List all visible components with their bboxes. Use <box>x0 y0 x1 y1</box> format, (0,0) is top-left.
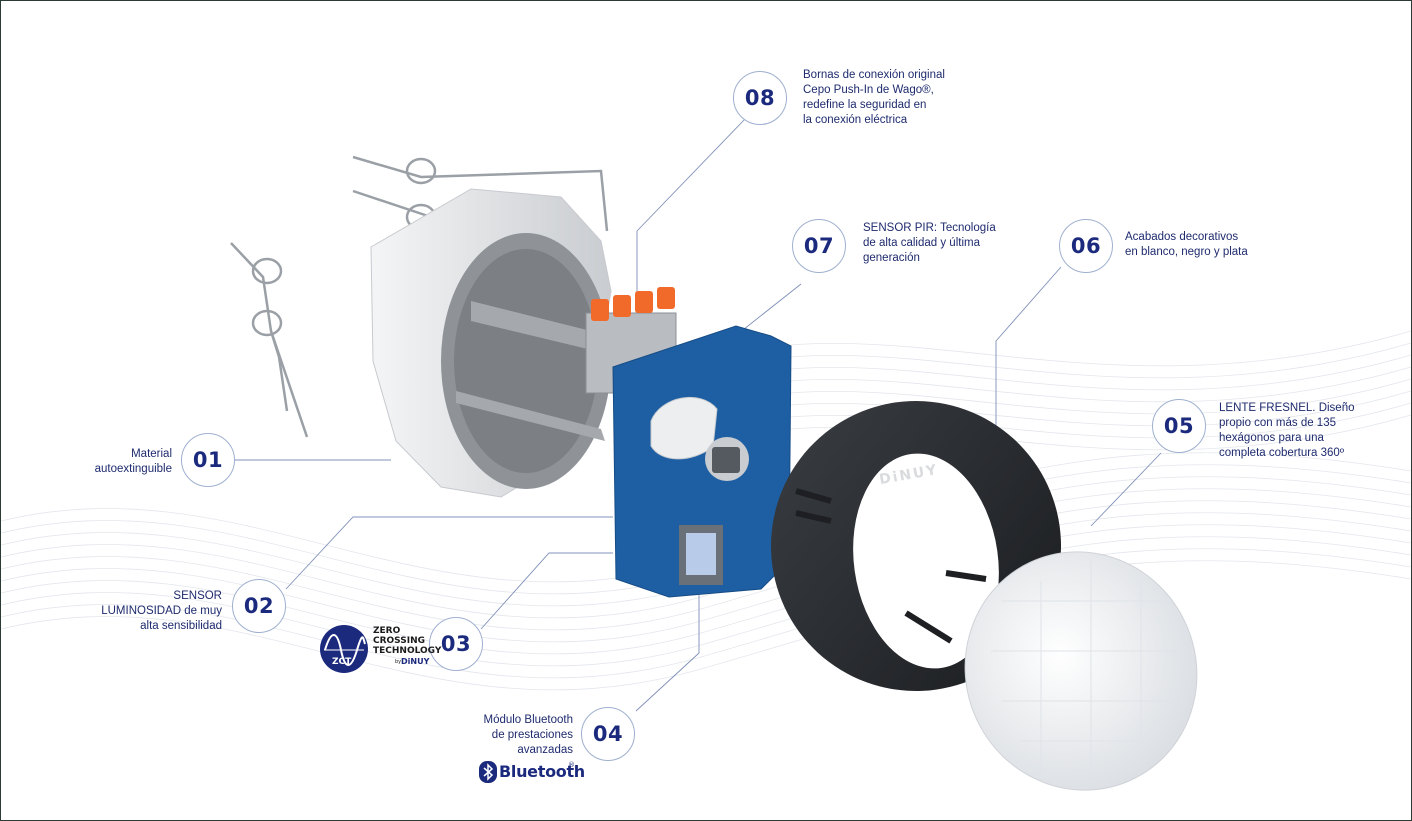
zct-wave-icon <box>320 625 368 673</box>
mounting-box <box>370 188 612 498</box>
zct-brand: DiNUY <box>401 657 430 666</box>
zct-logo: ZCT ZERO CROSSING TECHNOLOGY by DiNUY <box>319 624 441 674</box>
callout-badge-03: 03 <box>429 617 483 671</box>
callout-label-02: SENSOR LUMINOSIDAD de muy alta sensibili… <box>101 590 222 632</box>
zct-badge-text: ZCT <box>332 657 352 667</box>
callout-label-06: Acabados decorativos en blanco, negro y … <box>1125 231 1248 258</box>
callout-badge-07: 07 <box>792 219 846 273</box>
bluetooth-icon <box>479 761 497 783</box>
callout-label-05: LENTE FRESNEL. Diseño propio con más de … <box>1219 402 1355 459</box>
callout-badge-05: 05 <box>1152 399 1206 453</box>
callout-badge-08: 08 <box>733 71 787 125</box>
zct-line1: ZERO <box>373 626 401 636</box>
zct-by: by <box>395 659 402 665</box>
metal-clips <box>230 155 609 438</box>
callout-badge-01: 01 <box>181 433 235 487</box>
callout-badge-06: 06 <box>1059 219 1113 273</box>
callout-badge-04: 04 <box>581 707 635 761</box>
bluetooth-logo: Bluetooth ® <box>479 761 585 785</box>
zct-line3: TECHNOLOGY <box>373 646 442 656</box>
pcb-board <box>612 325 792 598</box>
bluetooth-registered: ® <box>568 761 575 769</box>
callout-label-08: Bornas de conexión original Cepo Push-In… <box>803 69 945 126</box>
callout-label-01: Material autoextinguible <box>94 448 172 475</box>
zct-line2: CROSSING <box>373 636 426 646</box>
callout-badge-02: 02 <box>232 579 286 633</box>
bluetooth-wordmark: Bluetooth <box>499 762 585 781</box>
callout-label-07: SENSOR PIR: Tecnología de alta calidad y… <box>863 222 996 264</box>
callout-label-04: Módulo Bluetooth de prestaciones avanzad… <box>483 714 573 756</box>
fresnel-lens <box>964 551 1198 791</box>
